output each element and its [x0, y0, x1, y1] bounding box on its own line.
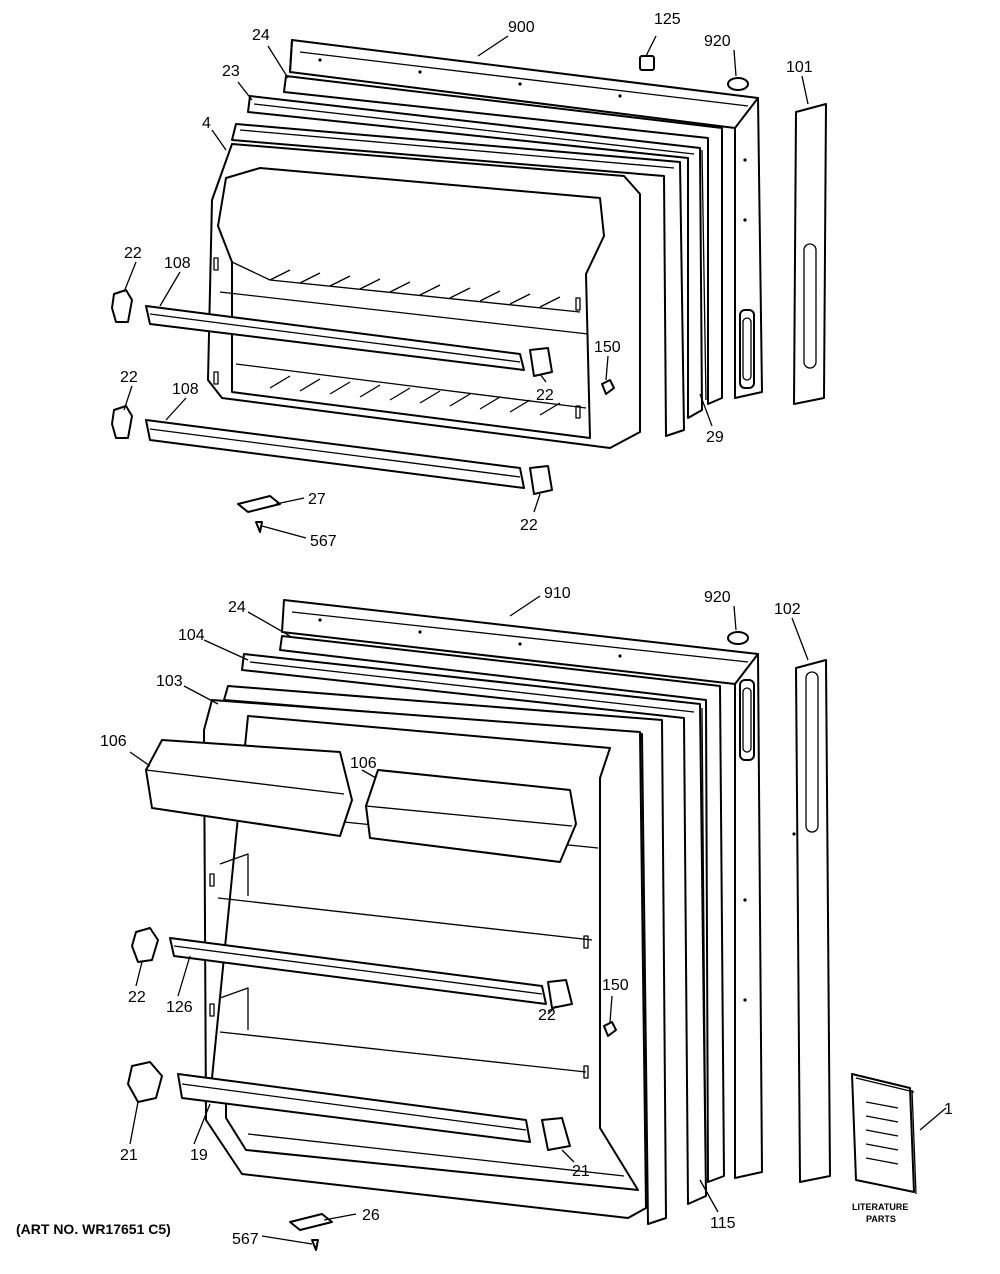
label-102: 102: [774, 601, 801, 618]
label-920-bottom: 920: [704, 589, 731, 606]
screw-567-bottom: [311, 1239, 319, 1251]
label-900: 900: [508, 19, 535, 36]
label-27: 27: [308, 491, 326, 508]
label-21-a: 21: [120, 1147, 138, 1164]
freezer-gasket-frames: [231, 75, 723, 437]
cap-920-bottom: [727, 631, 749, 645]
bracket-27: [237, 495, 281, 513]
label-115: 115: [710, 1215, 736, 1232]
art-number: (ART NO. WR17651 C5): [16, 1221, 171, 1237]
label-1: 1: [944, 1101, 953, 1118]
label-910: 910: [544, 585, 571, 602]
label-22-top-a: 22: [124, 245, 142, 262]
literature-label-line1: LITERATURE: [852, 1202, 908, 1212]
freezer-outer-door: [289, 39, 763, 399]
fresh-food-bins: [145, 739, 577, 863]
label-29: 29: [706, 429, 724, 446]
plug-125: [639, 55, 655, 71]
label-920-top: 920: [704, 33, 731, 50]
handle-102: [792, 659, 831, 1183]
label-103: 103: [156, 673, 183, 690]
label-150-bottom: 150: [602, 977, 629, 994]
label-106-b: 106: [350, 755, 377, 772]
label-19: 19: [190, 1147, 208, 1164]
label-22-top-b: 22: [536, 387, 554, 404]
label-567-top: 567: [310, 533, 337, 550]
label-125: 125: [654, 11, 681, 28]
fresh-food-door-assembly: [127, 599, 917, 1251]
freezer-shelf-clips: [111, 289, 553, 495]
label-108-top-b: 108: [172, 381, 199, 398]
label-4: 4: [202, 115, 211, 132]
freezer-screw: [601, 379, 615, 395]
label-21-b: 21: [572, 1163, 590, 1180]
label-23: 23: [222, 63, 240, 80]
literature-parts-booklet: [851, 1073, 917, 1195]
fresh-food-screw: [603, 1021, 617, 1037]
fresh-food-shelf-bars: [169, 937, 547, 1143]
label-24-top: 24: [252, 27, 270, 44]
freezer-shelf-bars: [145, 305, 525, 489]
label-26: 26: [362, 1207, 380, 1224]
label-22-top-c: 22: [120, 369, 138, 386]
label-101: 101: [786, 59, 813, 76]
freezer-door-assembly: [111, 39, 827, 533]
label-567-bottom: 567: [232, 1231, 259, 1248]
leader-lines: [123, 35, 947, 1245]
label-24-bottom: 24: [228, 599, 246, 616]
label-106-a: 106: [100, 733, 127, 750]
screw-567-top: [255, 521, 263, 533]
cap-920-top: [727, 77, 749, 91]
bracket-26: [289, 1213, 333, 1231]
label-22-bottom-b: 22: [538, 1007, 556, 1024]
handle-101: [793, 103, 827, 405]
literature-label-line2: PARTS: [866, 1214, 896, 1224]
label-22-bottom-a: 22: [128, 989, 146, 1006]
label-108-top-a: 108: [164, 255, 191, 272]
freezer-inner-liner: [207, 143, 641, 449]
label-126: 126: [166, 999, 193, 1016]
part-labels: 900 125 920 101 24 23 4 22 108 150 22 22…: [16, 11, 953, 1248]
fresh-food-clips: [127, 927, 573, 1151]
label-150-top: 150: [594, 339, 621, 356]
label-22-top-d: 22: [520, 517, 538, 534]
label-104: 104: [178, 627, 205, 644]
